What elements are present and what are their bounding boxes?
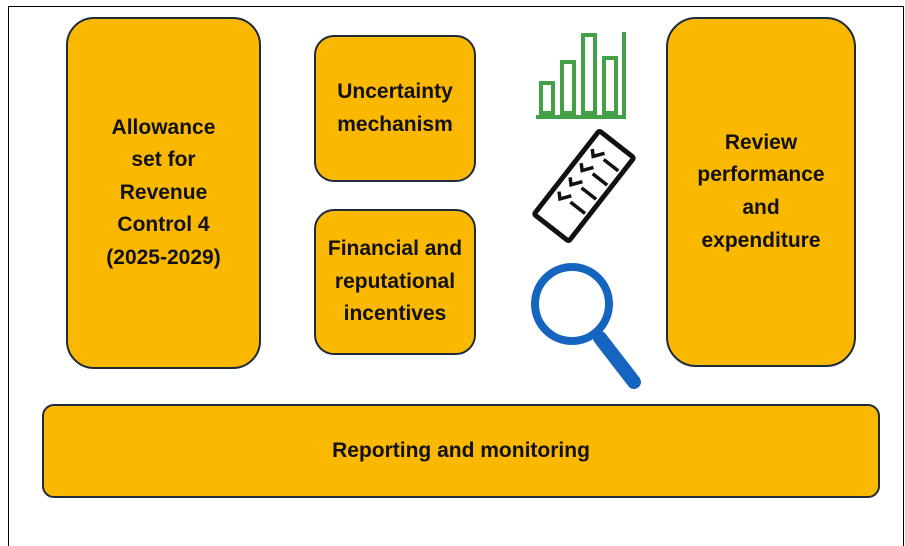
review-performance-box: Review performance and expenditure	[666, 17, 856, 367]
bar-chart-icon	[536, 32, 626, 119]
reporting-monitoring-label: Reporting and monitoring	[332, 438, 590, 462]
magnifying-glass-icon	[531, 263, 641, 389]
uncertainty-mechanism-box: Uncertainty mechanism	[314, 35, 476, 182]
reporting-monitoring-box: Reporting and monitoring	[42, 404, 880, 498]
uncertainty-mechanism-label: Uncertainty mechanism	[337, 79, 453, 136]
financial-incentives-label: Financial and reputational incentives	[327, 237, 463, 326]
review-performance-label: Review performance and expenditure	[697, 130, 825, 252]
diagram-frame	[8, 6, 904, 546]
checklist-icon	[532, 128, 636, 244]
allowance-label: Allowance set for Revenue Control 4 (202…	[106, 115, 221, 269]
financial-incentives-box: Financial and reputational incentives	[314, 209, 476, 355]
allowance-box: Allowance set for Revenue Control 4 (202…	[66, 17, 261, 369]
